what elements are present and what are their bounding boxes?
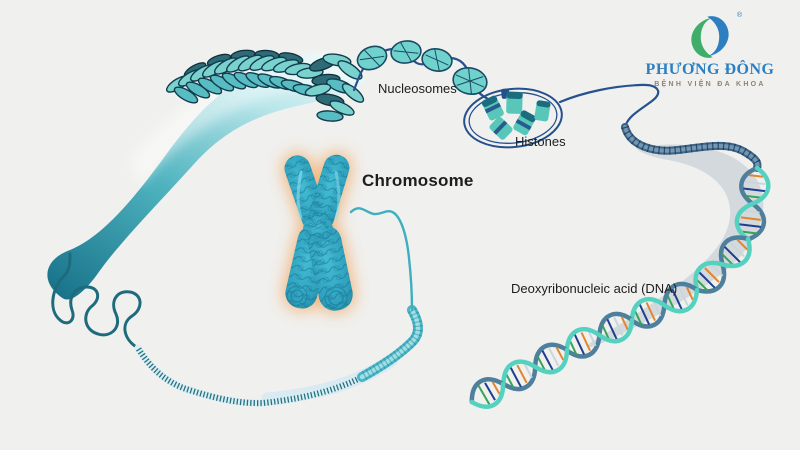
histones-cluster xyxy=(463,87,563,149)
dna-ladder-ribbon xyxy=(621,123,762,172)
hospital-logo: ® PHƯƠNG ĐÔNG BỆNH VIỆN ĐA KHOA xyxy=(630,12,790,88)
nucleosome-bead xyxy=(356,45,388,71)
pd-leaf-monogram-icon: ® xyxy=(686,12,742,60)
beads-on-string-nucleosomes xyxy=(352,40,499,104)
nucleosome-bead xyxy=(452,67,488,95)
registered-mark: ® xyxy=(736,12,742,19)
chromosome-label: Chromosome xyxy=(362,171,474,190)
dna-label: Deoxyribonucleic acid (DNA) xyxy=(511,281,678,296)
histones-label: Histones xyxy=(515,134,566,149)
dna-double-helix xyxy=(469,166,770,409)
histone-cylinders xyxy=(481,91,551,140)
linker-string xyxy=(558,83,660,129)
helix-shadow xyxy=(588,144,764,348)
nucleosome-bead xyxy=(390,40,422,64)
supercoil-strand xyxy=(134,344,379,407)
nucleosome-disc-stack xyxy=(165,49,365,122)
chromosome-texture xyxy=(284,154,353,311)
nucleosomes-label: Nucleosomes xyxy=(378,81,457,96)
histones-ellipse xyxy=(463,87,563,149)
chromosome-strand-squiggle xyxy=(349,207,414,312)
logo-name: PHƯƠNG ĐÔNG xyxy=(645,61,775,78)
logo-tagline: BỆNH VIỆN ĐA KHOA xyxy=(654,81,766,88)
nucleosome-bead xyxy=(421,48,453,72)
light-ribbon-strand xyxy=(357,305,423,382)
dna-loops-strand xyxy=(51,252,142,350)
chromosome-x-shape xyxy=(282,152,355,313)
